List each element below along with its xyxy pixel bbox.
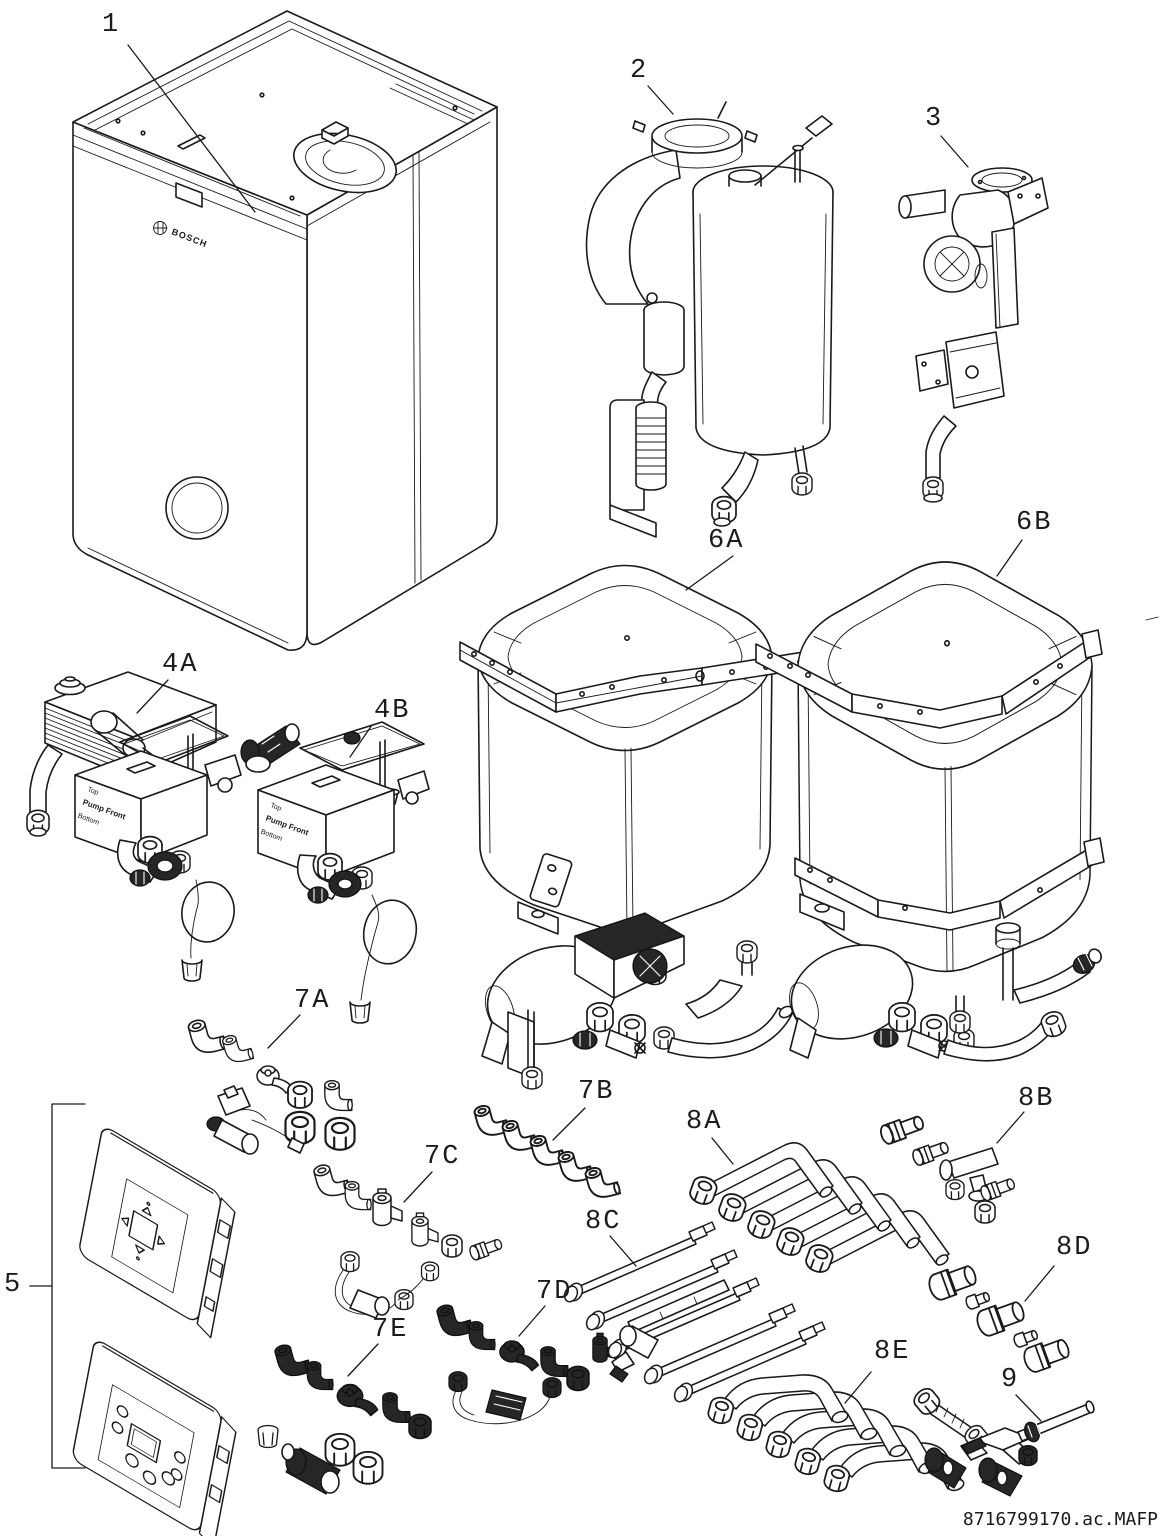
part-7e-fitting-kit: [257, 1339, 432, 1495]
callout-leader-lines: [127, 44, 1055, 1422]
callout-label-6a: 6A: [708, 526, 745, 556]
part-7d-fitting-kit: [435, 1299, 617, 1425]
part-6b-valve-assembly: [789, 922, 1102, 1062]
part-4b-pump-module: Top Pump Front Bottom: [240, 721, 430, 1024]
callout-label-5: 5: [4, 1270, 23, 1300]
callout-label-2: 2: [630, 56, 649, 86]
callout-label-8b: 8B: [1018, 1084, 1055, 1114]
part-7c-fitting-kit: [312, 1159, 505, 1319]
part-9-valve-manifold: [909, 1384, 1095, 1497]
group-5-bracket: [29, 1103, 86, 1469]
part-7b-fitting-kit: [472, 1099, 622, 1202]
callout-label-4b: 4B: [374, 696, 411, 726]
part-4a-pump-module: Top Pump Front Bottom: [26, 671, 242, 982]
callout-label-8e: 8E: [874, 1337, 911, 1367]
part-8b-fitting-kit: [877, 1111, 1018, 1224]
mounting-rail-bottom: [794, 837, 1105, 931]
part-1-boiler: BOSCH: [72, 10, 498, 651]
pump-box-label-top: Top: [86, 786, 99, 796]
part-6b-storage-tank: [755, 561, 1159, 973]
part-7a-fitting-kit: [186, 1013, 356, 1155]
control-module-b: [72, 1341, 237, 1536]
pump-box-label-top: Top: [269, 802, 282, 812]
callout-label-6b: 6B: [1016, 508, 1053, 538]
callout-label-7e: 7E: [372, 1315, 409, 1345]
part-2-heat-exchanger-assembly: [585, 101, 834, 538]
callout-label-8a: 8A: [686, 1107, 723, 1137]
part-8c-pipe-kit: [561, 1221, 826, 1405]
control-module-a: [79, 1128, 236, 1339]
callout-label-7a: 7A: [294, 986, 331, 1016]
callout-label-8d: 8D: [1056, 1233, 1093, 1263]
callout-label-9: 9: [1001, 1365, 1020, 1395]
callout-label-7d: 7D: [536, 1277, 573, 1307]
footer-part-code: 8716799170.ac.MAFP: [962, 1509, 1158, 1530]
part-8d-fitting-kit: [925, 1260, 1073, 1376]
part-5-control-modules: [29, 1103, 237, 1536]
callout-label-1: 1: [102, 10, 121, 40]
part-6a-pump-valve-assembly: [481, 912, 794, 1090]
callout-label-4a: 4A: [162, 650, 199, 680]
mounting-rail-top: [755, 629, 1103, 729]
callout-label-7b: 7B: [578, 1077, 615, 1107]
part-3-fan-gas-valve-assembly: [898, 167, 1049, 503]
callout-label-8c: 8C: [585, 1207, 622, 1237]
callout-label-7c: 7C: [424, 1142, 461, 1172]
callout-label-3: 3: [925, 104, 944, 134]
